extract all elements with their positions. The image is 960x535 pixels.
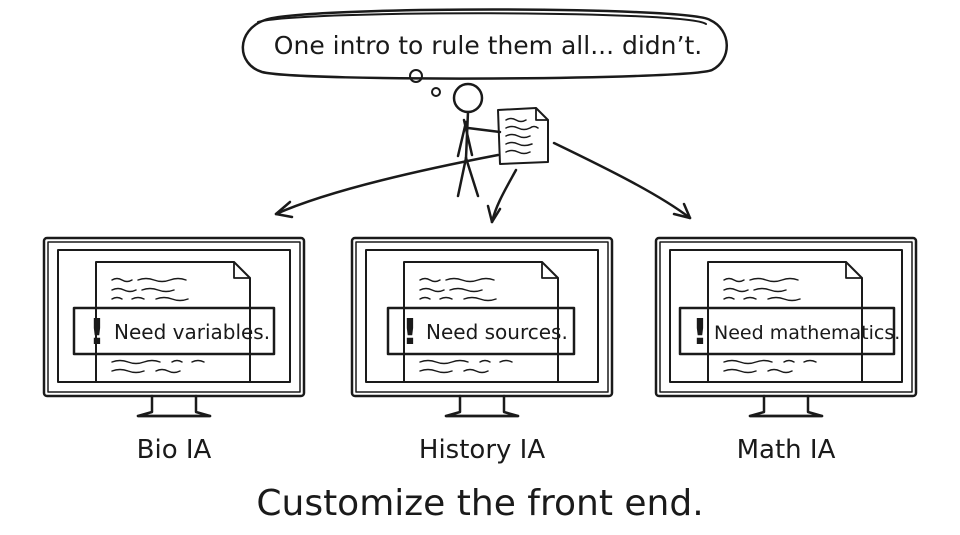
alert-exclamation-icon: ! xyxy=(89,312,105,353)
alert-text: Need sources. xyxy=(426,320,568,344)
thought-bubble: One intro to rule them all... didn’t. xyxy=(241,8,728,97)
arrows xyxy=(274,141,692,224)
monitor-label: Bio IA xyxy=(137,435,212,465)
monitor-bio: ! Need variables. xyxy=(42,236,306,418)
alert-text: Need mathematics. xyxy=(714,322,900,344)
arrow-to-bio xyxy=(274,153,500,216)
monitor-history: ! Need sources. xyxy=(350,236,614,418)
arrow-to-math xyxy=(552,141,692,220)
caption: Customize the front end. xyxy=(256,483,703,524)
monitor-label: Math IA xyxy=(737,435,836,465)
thought-dot-large xyxy=(409,69,423,83)
monitor-label: History IA xyxy=(419,435,545,465)
document-icon xyxy=(497,107,549,165)
monitor-math: ! Need mathematics. xyxy=(654,236,918,418)
thought-text: One intro to rule them all... didn’t. xyxy=(274,31,702,60)
alert-exclamation-icon: ! xyxy=(692,312,708,353)
stick-figure xyxy=(452,82,502,198)
alert-text: Need variables. xyxy=(114,320,270,344)
thought-dot-small xyxy=(431,87,441,97)
alert-exclamation-icon: ! xyxy=(402,312,418,353)
